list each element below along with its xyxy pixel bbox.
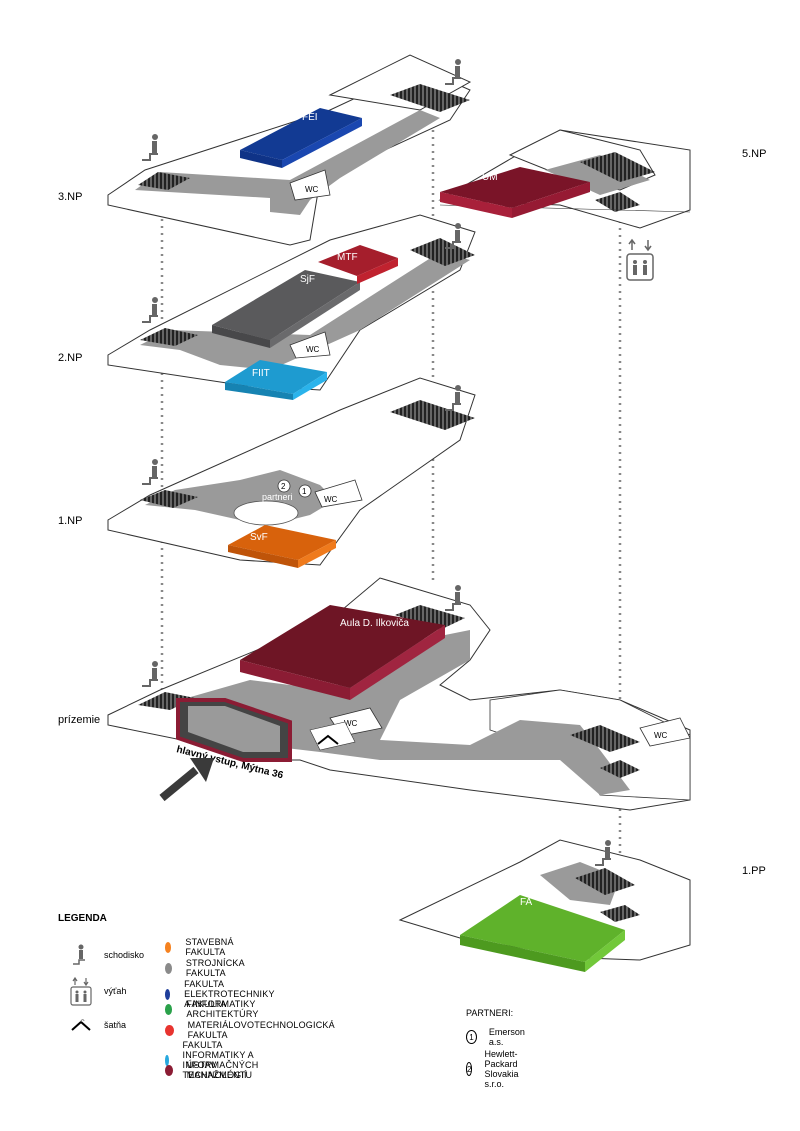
- legend-faculty-2: FAKULTA ELEKTROTECHNIKY A INFORMATIKY: [165, 979, 280, 1009]
- wc-1np: WC: [324, 495, 338, 504]
- floor-3np: WC FEI: [107, 54, 472, 246]
- legend-faculty-4: MATERIÁLOVOTECHNOLOGICKÁ FAKULTA: [165, 1020, 337, 1040]
- stairs-icon: [142, 59, 611, 866]
- wc-3np: WC: [305, 185, 319, 194]
- legend-faculty-label: STAVEBNÁ FAKULTA: [185, 937, 234, 957]
- floor-1np: WC partneri 2 1 SvF: [107, 377, 476, 568]
- legend-faculty-label: MATERIÁLOVOTECHNOLOGICKÁ FAKULTA: [187, 1020, 335, 1040]
- legend-faculty-3: FAKULTA ARCHITEKTÚRY: [165, 999, 262, 1019]
- legend-stairs-label: schodisko: [104, 950, 145, 960]
- legend-elevator-label: výťah: [104, 986, 127, 996]
- legend-faculty-label: STROJNÍCKA FAKULTA: [185, 958, 245, 978]
- block-svf-label: SvF: [250, 532, 268, 543]
- legend-faculty-0: STAVEBNÁ FAKULTA: [165, 937, 238, 957]
- floor-1pp: FA: [398, 839, 691, 972]
- partner-number: 1: [466, 1030, 477, 1044]
- cloakroom-icon: [71, 1019, 91, 1031]
- legend-dot: [165, 941, 172, 953]
- wc-ground: WC: [344, 719, 358, 728]
- block-aula[interactable]: Aula D. Ilkoviča: [240, 605, 445, 700]
- floor-ground: WC WC Aula D. Ilkoviča hlavný vstup, Mýt…: [107, 577, 691, 811]
- legend-stairs: schodisko: [72, 944, 144, 966]
- legend-faculty-5: FAKULTA INFORMATIKY A INFORMAČNÝCH TECHN…: [165, 1040, 266, 1080]
- main-entrance-frame[interactable]: [176, 698, 292, 762]
- wc-2np: WC: [306, 345, 320, 354]
- floor-label-1pp: 1.PP: [742, 865, 766, 877]
- block-um-label: ÚM: [482, 170, 498, 183]
- floor-5np: ÚM: [438, 129, 691, 229]
- block-fiit-label: FIIT: [252, 368, 270, 379]
- block-fa-label: FA: [520, 897, 533, 908]
- floor-label-5np: 5.NP: [742, 148, 766, 160]
- legend-faculty-6: ÚSTAV MANAŽMENTU: [165, 1060, 256, 1080]
- block-sjf-label: SjF: [300, 274, 315, 285]
- partner-name: Hewlett-Packard Slovakia s.r.o.: [484, 1049, 519, 1089]
- legend-title: LEGENDA: [58, 913, 107, 924]
- block-fei-label: FEI: [302, 112, 318, 123]
- legend-dot: [165, 1003, 173, 1015]
- wc-ground-east: WC: [654, 731, 668, 740]
- floor-label-ground: prízemie: [58, 714, 100, 726]
- floor-label-1np: 1.NP: [58, 515, 82, 527]
- partner-number: 2: [466, 1062, 473, 1076]
- legend-elevator: výťah: [70, 976, 126, 1006]
- legend-faculty-label: ÚSTAV MANAŽMENTU: [186, 1060, 253, 1080]
- block-svf[interactable]: SvF: [228, 525, 336, 568]
- floor-label-2np: 2.NP: [58, 352, 82, 364]
- partner-name: Emerson a.s.: [488, 1027, 525, 1047]
- legend-faculty-label: FAKULTA INFORMATIKY A INFORMAČNÝCH TECHN…: [182, 1040, 259, 1080]
- legend-cloakroom-label: šatňa: [104, 1020, 127, 1030]
- cloakroom-icon: [309, 721, 356, 751]
- partner-item-1: 1 Emerson a.s.: [466, 1027, 528, 1047]
- block-um[interactable]: ÚM: [440, 167, 590, 218]
- legend-dot: [165, 962, 172, 974]
- legend-dot: [165, 988, 171, 1000]
- floor-2np: WC SjF MTF FIIT: [107, 214, 476, 400]
- partner-marker-2: 2: [281, 482, 286, 491]
- entrance-arrow-icon: [159, 758, 214, 802]
- legend-dot: [165, 1024, 174, 1036]
- block-mtf[interactable]: MTF: [318, 245, 398, 284]
- partners-title: PARTNERI:: [466, 1008, 514, 1018]
- block-aula-label: Aula D. Ilkoviča: [340, 618, 409, 629]
- elevator-icon: [70, 976, 92, 1006]
- legend-faculty-label: FAKULTA ELEKTROTECHNIKY A INFORMATIKY: [184, 979, 275, 1009]
- block-mtf-label: MTF: [337, 252, 358, 263]
- block-fiit[interactable]: FIIT: [225, 360, 327, 400]
- legend-dot: [165, 1054, 169, 1066]
- floor-label-3np: 3.NP: [58, 191, 82, 203]
- legend-cloakroom: šatňa: [70, 1018, 126, 1032]
- legend-faculty-label: FAKULTA ARCHITEKTÚRY: [186, 999, 259, 1019]
- vertical-connectors: [160, 95, 622, 860]
- elevator-icon: [626, 238, 654, 281]
- block-sjf[interactable]: SjF: [212, 270, 360, 348]
- block-fa[interactable]: FA: [460, 895, 625, 972]
- stairs-icon: [73, 944, 85, 965]
- legend-dot: [165, 1064, 173, 1076]
- legend-faculty-1: STROJNÍCKA FAKULTA: [165, 958, 249, 978]
- block-fei[interactable]: FEI: [240, 108, 362, 168]
- partner-marker-1: 1: [302, 487, 307, 496]
- partners-area-label: partneri: [262, 492, 293, 502]
- partner-item-2: 2 Hewlett-Packard Slovakia s.r.o.: [466, 1049, 526, 1089]
